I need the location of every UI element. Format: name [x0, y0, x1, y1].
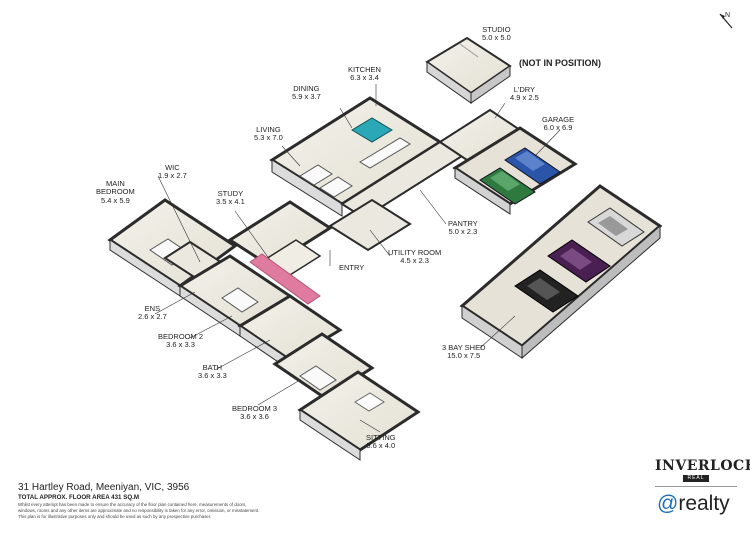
- realty-wordmark: @realty: [657, 492, 730, 516]
- room-label-bedroom-2: BEDROOM 2 3.6 x 3.3: [158, 332, 204, 350]
- car-black-icon: [514, 269, 579, 313]
- room-dims: 15.0 x 7.5: [447, 351, 481, 361]
- room-label-ens: ENS 2.6 x 2.7: [138, 304, 167, 322]
- disclaimer-line: Whilst every attempt has been made to en…: [18, 502, 247, 507]
- property-address: 31 Hartley Road, Meeniyan, VIC, 3956: [18, 482, 190, 493]
- north-arrow-icon: N: [716, 8, 736, 30]
- room-label-studio: STUDIO 5.0 x 5.0: [482, 25, 511, 43]
- at-symbol: @: [657, 492, 679, 515]
- room-name: MAIN: [106, 179, 125, 188]
- room-dims: 5.0 x 5.0: [482, 33, 511, 43]
- brand-tagline: REAL: [683, 475, 709, 482]
- room-dims: 6.0 x 6.9: [543, 123, 573, 133]
- room-name: DINING: [293, 84, 320, 93]
- room-dims: 3.6 x 3.6: [240, 412, 269, 422]
- room-label-living: LIVING 5.3 x 7.0: [254, 125, 283, 143]
- room-label-bath: BATH 3.6 x 3.3: [198, 363, 227, 381]
- room-name: 3 BAY SHED: [442, 343, 486, 352]
- brand-name: INVERLOCH: [655, 458, 750, 474]
- room-name: STUDIO: [482, 25, 511, 34]
- room-dims: 5.3 x 7.0: [254, 133, 283, 143]
- room-label-entry: ENTRY: [339, 263, 365, 272]
- bed-2-icon: [221, 287, 259, 313]
- dining-table-icon: [351, 117, 393, 143]
- north-letter: N: [725, 12, 730, 19]
- room-name: GARAGE: [542, 115, 575, 124]
- shed-block: [459, 184, 663, 360]
- room-dims: 6.3 x 3.4: [350, 73, 379, 83]
- house-main: [107, 96, 578, 461]
- room-label-wic: WIC 1.9 x 2.7: [158, 163, 187, 181]
- room-dims: 3.5 x 4.1: [216, 197, 245, 207]
- room-name: PANTRY: [448, 219, 478, 228]
- leader-lines: [154, 84, 561, 433]
- room-dims: 4.5 x 2.3: [400, 256, 429, 266]
- not-in-position-note: (NOT IN POSITION): [519, 58, 601, 68]
- bed-3-icon: [299, 365, 337, 391]
- room-label-pantry: PANTRY 5.0 x 2.3: [448, 219, 478, 237]
- car-blue-icon: [504, 147, 561, 185]
- sofa-icon: [354, 392, 385, 412]
- room-name: BEDROOM 2: [158, 332, 204, 341]
- room-label-utility: UTILITY ROOM 4.5 x 2.3: [388, 248, 442, 266]
- brand-divider: [655, 486, 737, 487]
- room-label-shed: 3 BAY SHED 15.0 x 7.5: [442, 343, 486, 361]
- room-label-bedroom-3: BEDROOM 3 3.6 x 3.6: [232, 404, 278, 422]
- room-dims: 1.9 x 2.7: [158, 171, 187, 181]
- room-name: WIC: [165, 163, 180, 172]
- room-name: BEDROOM 3: [232, 404, 278, 413]
- room-dims: 3.6 x 3.3: [198, 371, 227, 381]
- realty-text: realty: [678, 492, 730, 515]
- room-label-dining: DINING 5.9 x 3.7: [292, 84, 321, 102]
- total-floor-area: TOTAL APPROX. FLOOR AREA 431 SQ.M: [18, 494, 140, 501]
- room-label-kitchen: KITCHEN 6.3 x 3.4: [348, 65, 381, 83]
- room-name: BATH: [202, 363, 223, 372]
- room-label-garage: GARAGE 6.0 x 6.9: [542, 115, 575, 133]
- room-dims: 5.9 x 3.7: [292, 92, 321, 102]
- room-dims: 4.9 x 2.5: [510, 93, 539, 103]
- room-name: UTILITY ROOM: [388, 248, 442, 257]
- disclaimer-line: windows, rooms and any other items are a…: [18, 508, 260, 513]
- room-name: ENS: [144, 304, 161, 313]
- room-dims: 2.6 x 2.7: [138, 312, 167, 322]
- room-label-laundry: L'DRY 4.9 x 2.5: [510, 85, 539, 103]
- room-dims: 5.6 x 4.0: [366, 441, 396, 451]
- room-label-study: STUDY 3.5 x 4.1: [216, 189, 245, 207]
- room-dims: 5.4 x 5.9: [100, 195, 130, 205]
- room-name: SITTING: [366, 433, 396, 442]
- room-label-main-bedroom: MAIN BEDROOM 5.4 x 5.9: [96, 179, 135, 205]
- room-name: L'DRY: [513, 85, 536, 94]
- disclaimer-line: This plan is for illustrative purposes o…: [18, 514, 212, 519]
- room-name: ENTRY: [339, 263, 365, 272]
- room-dims: 3.6 x 3.3: [166, 340, 195, 350]
- studio-block: [425, 36, 512, 104]
- room-label-sitting: SITTING 5.6 x 4.0: [366, 433, 396, 451]
- car-silver-icon: [587, 207, 645, 247]
- agency-logo: INVERLOCH REAL @realty: [655, 458, 750, 524]
- room-name: STUDY: [217, 189, 244, 198]
- room-name: KITCHEN: [348, 65, 381, 74]
- car-purple-icon: [547, 239, 611, 283]
- room-name: BEDROOM: [96, 187, 135, 197]
- room-name: LIVING: [256, 125, 281, 134]
- room-dims: 5.0 x 2.3: [448, 227, 478, 237]
- car-green-icon: [479, 167, 536, 205]
